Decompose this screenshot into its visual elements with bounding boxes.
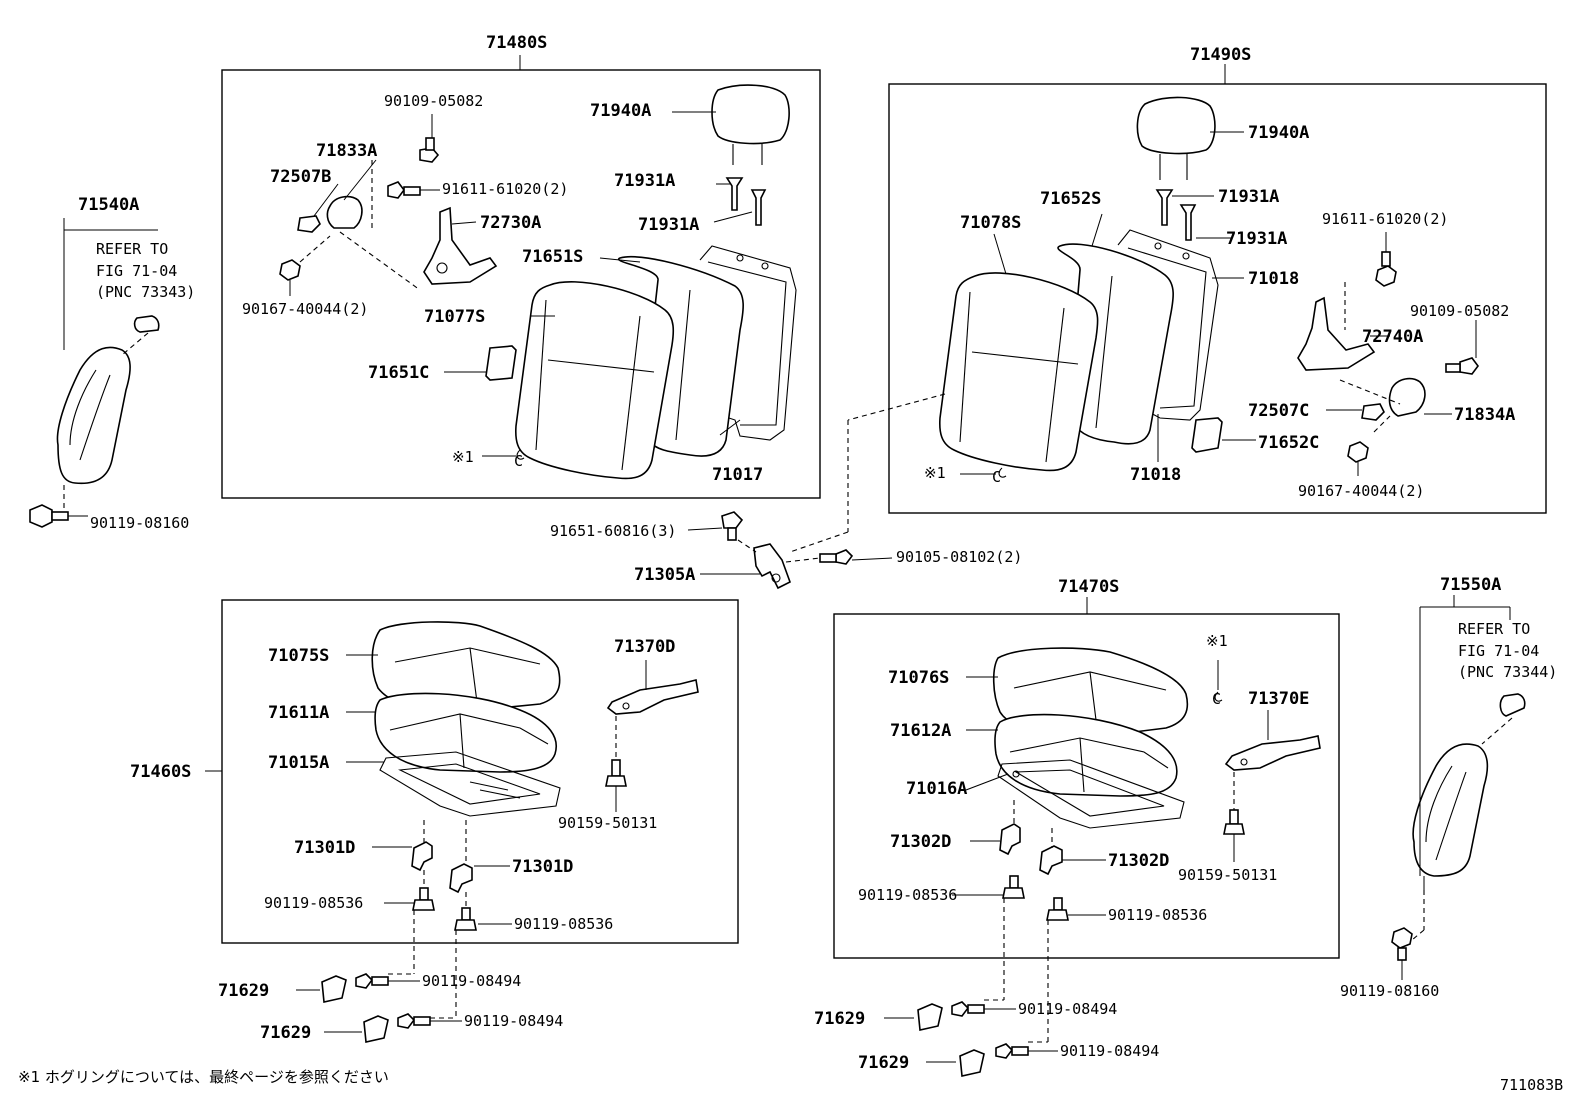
label-71611A: 71611A	[268, 703, 329, 723]
label-71015A: 71015A	[268, 753, 329, 773]
label-71075S: 71075S	[268, 646, 329, 666]
refer-text-2c: (PNC 73344)	[1458, 663, 1557, 681]
hog-ring-c-cushion: C	[1212, 690, 1221, 708]
refer-text-2a: REFER TO	[1458, 620, 1530, 638]
label-90167-40044-left: 90167-40044(2)	[242, 300, 368, 318]
label-90119-08536-2: 90119-08536	[514, 915, 613, 933]
label-71652C: 71652C	[1258, 433, 1319, 453]
label-72730A: 72730A	[480, 213, 541, 233]
label-71651C: 71651C	[368, 363, 429, 383]
label-71931A-right-1: 71931A	[1218, 187, 1279, 207]
label-90119-08494-4: 90119-08494	[1060, 1042, 1159, 1060]
label-71931A-right-2: 71931A	[1226, 229, 1287, 249]
label-71612A: 71612A	[890, 721, 951, 741]
label-90105-08102: 90105-08102(2)	[896, 548, 1022, 566]
label-72507B: 72507B	[270, 167, 331, 187]
label-71305A: 71305A	[634, 565, 695, 585]
label-71931A-left-1: 71931A	[614, 171, 675, 191]
label-71652S: 71652S	[1040, 189, 1101, 209]
label-71629-2: 71629	[260, 1023, 311, 1043]
armrest-left	[29, 218, 160, 528]
label-71018-bottom: 71018	[1130, 465, 1181, 485]
hog-ring-c-right: C	[992, 468, 1001, 486]
refer-text-1a: REFER TO	[96, 240, 168, 258]
hog-ring-c-left: C	[514, 452, 523, 470]
label-71077S: 71077S	[424, 307, 485, 327]
label-71078S: 71078S	[960, 213, 1021, 233]
label-72507C: 72507C	[1248, 401, 1309, 421]
cushion-left-parts	[296, 621, 699, 1043]
group-boxes	[205, 55, 1547, 959]
label-71302D-2: 71302D	[1108, 851, 1169, 871]
label-71018-top: 71018	[1248, 269, 1299, 289]
label-90159-50131-right: 90159-50131	[1178, 866, 1277, 884]
label-90159-50131-left: 90159-50131	[558, 814, 657, 832]
leader-lines	[313, 111, 1477, 740]
box-71490S	[888, 83, 1547, 514]
label-90109-05082-left: 90109-05082	[384, 92, 483, 110]
label-91651-60816: 91651-60816(3)	[550, 522, 676, 540]
label-71301D-2: 71301D	[512, 857, 573, 877]
label-71651S: 71651S	[522, 247, 583, 267]
hinge-71305A	[700, 511, 854, 590]
hog-ring-mark-left: ※1	[452, 448, 474, 466]
footnote: ※1 ホグリングについては、最終ページを参照ください	[18, 1068, 389, 1086]
label-71629-3: 71629	[814, 1009, 865, 1029]
refer-text-2b: FIG 71-04	[1458, 642, 1539, 660]
figure-id: 711083B	[1500, 1076, 1563, 1094]
label-71629-4: 71629	[858, 1053, 909, 1073]
part-labels: 71480S 71490S 71540A REFER TO FIG 71-04 …	[18, 33, 1563, 1094]
seatback-left-parts	[279, 84, 797, 480]
label-71370D: 71370D	[614, 637, 675, 657]
seatback-right-parts	[789, 96, 1479, 553]
label-71480S: 71480S	[486, 33, 547, 53]
refer-text-1c: (PNC 73343)	[96, 283, 195, 301]
cushion-right-parts	[884, 647, 1321, 1077]
label-90119-08494-3: 90119-08494	[1018, 1000, 1117, 1018]
label-91611-61020-left: 91611-61020(2)	[442, 180, 568, 198]
label-71629-1: 71629	[218, 981, 269, 1001]
label-72740A: 72740A	[1362, 327, 1423, 347]
label-90119-08494-2: 90119-08494	[464, 1012, 563, 1030]
label-90119-08536-4: 90119-08536	[1108, 906, 1207, 924]
label-90109-05082-right: 90109-05082	[1410, 302, 1509, 320]
label-71076S: 71076S	[888, 668, 949, 688]
label-71940A-left: 71940A	[590, 101, 651, 121]
hog-ring-mark-cushion: ※1	[1206, 632, 1228, 650]
label-90119-08160-right: 90119-08160	[1340, 982, 1439, 1000]
label-71931A-left-2: 71931A	[638, 215, 699, 235]
label-71540A: 71540A	[78, 195, 139, 215]
label-91611-61020-right: 91611-61020(2)	[1322, 210, 1448, 228]
label-90119-08536-1: 90119-08536	[264, 894, 363, 912]
label-71301D-1: 71301D	[294, 838, 355, 858]
refer-text-1b: FIG 71-04	[96, 262, 177, 280]
label-71550A: 71550A	[1440, 575, 1501, 595]
label-90167-40044-right: 90167-40044(2)	[1298, 482, 1424, 500]
label-90119-08160-left: 90119-08160	[90, 514, 189, 532]
hog-ring-mark-right: ※1	[924, 464, 946, 482]
label-71370E: 71370E	[1248, 689, 1309, 709]
label-71017: 71017	[712, 465, 763, 485]
label-71834A: 71834A	[1454, 405, 1515, 425]
box-71480S	[221, 69, 821, 499]
armrest-right	[1391, 595, 1526, 980]
label-71460S: 71460S	[130, 762, 191, 782]
label-71470S: 71470S	[1058, 577, 1119, 597]
label-71490S: 71490S	[1190, 45, 1251, 65]
label-71940A-right: 71940A	[1248, 123, 1309, 143]
label-71833A: 71833A	[316, 141, 377, 161]
label-71016A: 71016A	[906, 779, 967, 799]
label-90119-08494-1: 90119-08494	[422, 972, 521, 990]
label-71302D-1: 71302D	[890, 832, 951, 852]
label-90119-08536-3: 90119-08536	[858, 886, 957, 904]
